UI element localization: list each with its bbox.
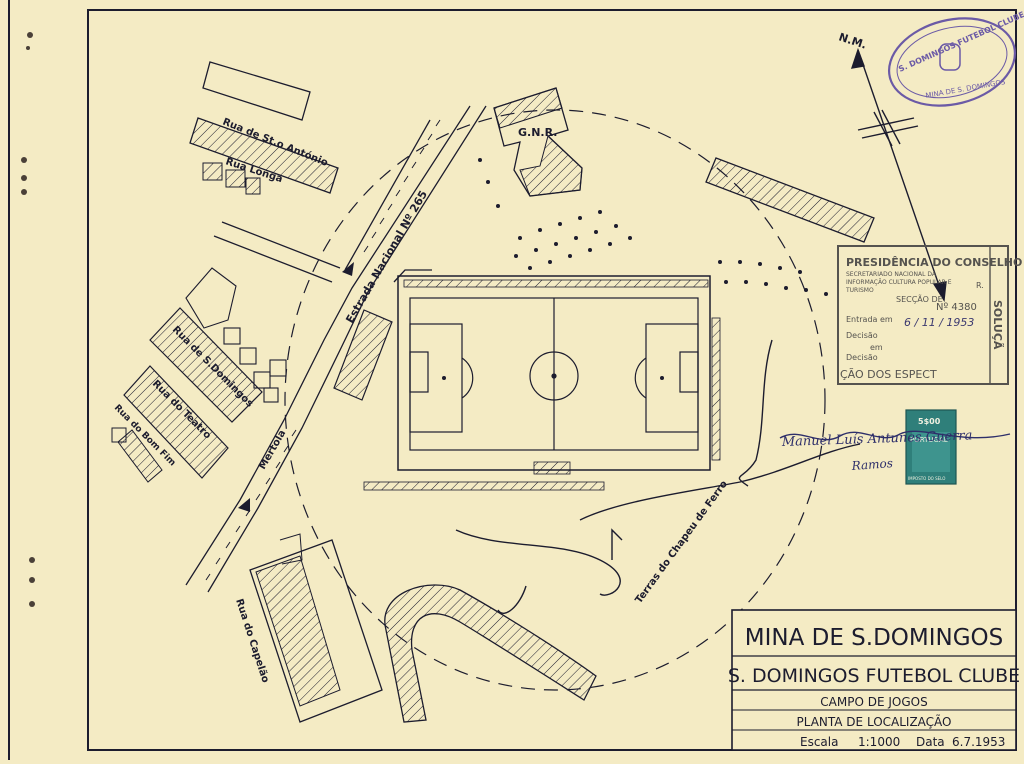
gnr-hatch-top bbox=[493, 87, 563, 129]
grandstand-building bbox=[533, 461, 571, 475]
revenue-stamp-value: 5$00 bbox=[918, 417, 941, 426]
presidencia-title: PRESIDÊNCIA DO CONSELHO bbox=[846, 256, 1022, 269]
building-bottom-left-annex bbox=[279, 533, 303, 565]
presidencia-entrada-label: Entrada em bbox=[846, 315, 893, 324]
revenue-stamp: 5$00 PORTUGAL IMPOSTO DO SELO bbox=[905, 409, 957, 485]
orchard-trees bbox=[478, 158, 828, 296]
presidencia-em: em bbox=[870, 343, 883, 352]
title-line4: PLANTA DE LOCALIZAÇÃO bbox=[797, 714, 952, 729]
scale-value: 1:1000 bbox=[858, 735, 900, 749]
road-horseshoe bbox=[384, 584, 597, 723]
building-top-right bbox=[705, 157, 875, 243]
football-pitch bbox=[409, 297, 699, 451]
direction-arrows bbox=[238, 262, 354, 512]
road-tree-marks bbox=[205, 119, 441, 581]
presidencia-decisao1: Decisão bbox=[846, 331, 878, 340]
title-line1: MINA DE S.DOMINGOS bbox=[745, 625, 1004, 651]
building-rua-bom-fim bbox=[117, 429, 163, 483]
revenue-stamp-label: IMPOSTO DO SELO bbox=[908, 476, 945, 481]
road-estrada-nacional bbox=[185, 105, 487, 593]
presidencia-side: SOLUÇÃ bbox=[991, 300, 1004, 350]
presidencia-line3: TURISMO bbox=[845, 287, 874, 294]
stand-east bbox=[711, 317, 721, 461]
building-top-left bbox=[202, 61, 311, 121]
north-arrow bbox=[850, 47, 947, 303]
stand-north bbox=[403, 279, 709, 288]
presidencia-bottom: ÇÃO DOS ESPECT bbox=[840, 368, 937, 381]
building-rua-teatro bbox=[123, 365, 229, 479]
scale-label: Escala bbox=[800, 735, 838, 749]
signature: Manuel Luís Antunes Guerra Ramos bbox=[779, 428, 1011, 473]
building-bottom-left-hatch bbox=[255, 555, 341, 707]
building-rua-santo-antonio bbox=[189, 117, 339, 194]
house-small bbox=[111, 427, 127, 443]
presidencia-line2: INFORMAÇÃO CULTURA POPULAR E bbox=[846, 279, 952, 286]
label-gnr: G.N.R. bbox=[518, 126, 557, 139]
pitch-spots bbox=[442, 373, 664, 380]
date-value: 6.7.1953 bbox=[952, 735, 1005, 749]
presidencia-stamp: PRESIDÊNCIA DO CONSELHO SECRETARIADO NAC… bbox=[837, 245, 1022, 385]
presidencia-line1: SECRETARIADO NACIONAL DA bbox=[846, 271, 937, 278]
map-frame bbox=[87, 9, 1017, 751]
signature-line1: Manuel Luís Antunes Guerra bbox=[781, 428, 973, 450]
presidencia-entrada-date: 6 / 11 / 1953 bbox=[904, 316, 974, 329]
signature-line2: Ramos bbox=[850, 456, 893, 473]
title-block: MINA DE S.DOMINGOS S. DOMINGOS FUTEBOL C… bbox=[728, 609, 1020, 751]
presidencia-r: R. bbox=[976, 281, 984, 290]
title-line2: S. DOMINGOS FUTEBOL CLUBE bbox=[728, 665, 1020, 687]
presidencia-numero: Nº 4380 bbox=[936, 302, 977, 313]
houses-rua-longa bbox=[202, 162, 261, 195]
title-line3: CAMPO DE JOGOS bbox=[820, 695, 927, 709]
punch-holes bbox=[21, 32, 35, 607]
stand-south bbox=[363, 481, 605, 491]
presidencia-line4: SECÇÃO DE bbox=[896, 294, 943, 304]
gnr-hatch-bottom bbox=[519, 135, 583, 197]
terrain-lines bbox=[455, 339, 861, 614]
building-rua-s-domingos bbox=[149, 307, 263, 423]
revenue-stamp-country: PORTUGAL bbox=[910, 436, 948, 444]
presidencia-decisao2: Decisão bbox=[846, 353, 878, 362]
date-label: Data bbox=[916, 735, 945, 749]
houses-left-block bbox=[185, 267, 287, 403]
building-road-side bbox=[333, 309, 393, 401]
building-bottom-left bbox=[249, 539, 383, 723]
club-crest-icon bbox=[939, 43, 961, 71]
